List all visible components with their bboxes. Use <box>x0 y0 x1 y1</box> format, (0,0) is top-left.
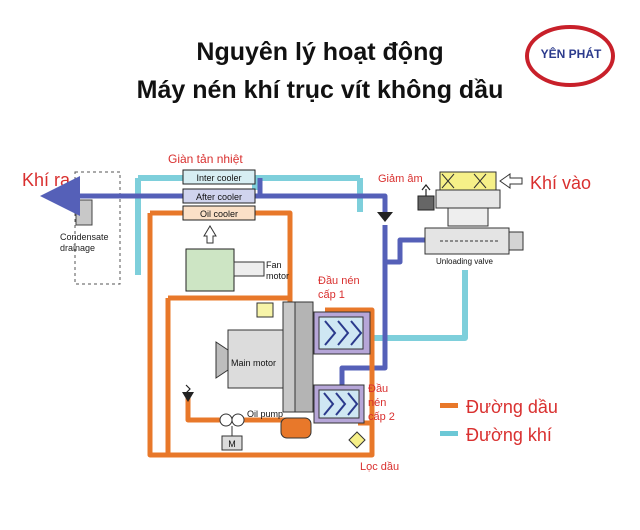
inter-cooler <box>182 169 256 185</box>
label-pump-motor-m: M <box>228 439 236 449</box>
oil-sump <box>280 417 312 439</box>
legend-air-label: Đường khí <box>466 425 552 445</box>
motor-fan-icon <box>215 341 229 379</box>
after-cooler <box>182 188 256 204</box>
title-line-1: Nguyên lý hoạt động <box>196 38 444 66</box>
valve-actuator <box>447 207 489 227</box>
relief-spring-icon <box>185 384 191 394</box>
oil-cooler <box>182 205 256 221</box>
check-valve-icon <box>377 212 393 222</box>
intake-housing <box>435 189 501 209</box>
label-khi-ra: Khí ra <box>22 170 71 190</box>
intake-arrow-icon <box>499 173 523 189</box>
gear-oil-indicator <box>256 302 274 318</box>
fan-motor <box>185 248 235 292</box>
label-khi-vao: Khí vào <box>530 173 591 193</box>
legend-oil-label: Đường dầu <box>466 397 558 417</box>
pump-motor <box>221 435 243 451</box>
gearbox-inner <box>294 301 314 413</box>
label-dau-nen-2-a: Đầu <box>368 383 388 395</box>
title-line-2: Máy nén khí trục vít không dầu <box>136 76 504 104</box>
yen-phat-logo: YÊN PHÁT <box>525 25 615 87</box>
label-after-cooler: After cooler <box>196 192 242 202</box>
fan-shaft <box>233 261 265 277</box>
oil-pump-icon-2 <box>231 413 245 427</box>
label-oil-pump: Oil pump <box>247 409 283 419</box>
unloading-valve-cap <box>508 231 524 251</box>
intake-filter-icon <box>441 173 487 189</box>
label-condensate-2: drainage <box>60 243 95 253</box>
label-unloading-valve: Unloading valve <box>436 257 493 266</box>
label-gian-tan-nhiet: Giàn tản nhiệt <box>168 152 243 166</box>
label-giam-am: Giảm âm <box>378 173 423 185</box>
label-inter-cooler: Inter cooler <box>196 173 241 183</box>
stage-1-screw-icon <box>324 320 363 346</box>
label-condensate-1: Condensate <box>60 232 109 242</box>
legend: Đường dầu Đường khí <box>440 397 558 445</box>
label-dau-nen-2-c: cấp 2 <box>368 411 395 423</box>
label-dau-nen-2-b: nén <box>368 397 386 409</box>
relief-valve-icon <box>182 392 194 402</box>
legend-oil-swatch <box>440 403 458 408</box>
oil-pump-icon <box>219 413 233 427</box>
airflow-arrow-icon <box>203 225 217 244</box>
label-main-motor: Main motor <box>231 358 276 368</box>
label-dau-nen-1-b: cấp 1 <box>318 289 345 301</box>
label-fan-motor: motor <box>266 271 289 281</box>
main-motor <box>227 329 287 389</box>
label-oil-cooler: Oil cooler <box>200 209 238 219</box>
legend-air-swatch <box>440 431 458 436</box>
condensate-trap <box>75 199 93 226</box>
label-loc-dau: Lọc dầu <box>360 461 399 473</box>
stage-2-screw-icon <box>323 392 359 416</box>
label-fan: Fan <box>266 260 282 270</box>
silencer-icon <box>417 195 435 211</box>
label-dau-nen-1-a: Đầu nén <box>318 275 360 287</box>
oil-filter-icon <box>348 431 366 449</box>
silencer-arrow-icon <box>421 184 431 191</box>
condensate-box <box>74 171 121 285</box>
logo-text: YÊN PHÁT <box>541 46 602 61</box>
